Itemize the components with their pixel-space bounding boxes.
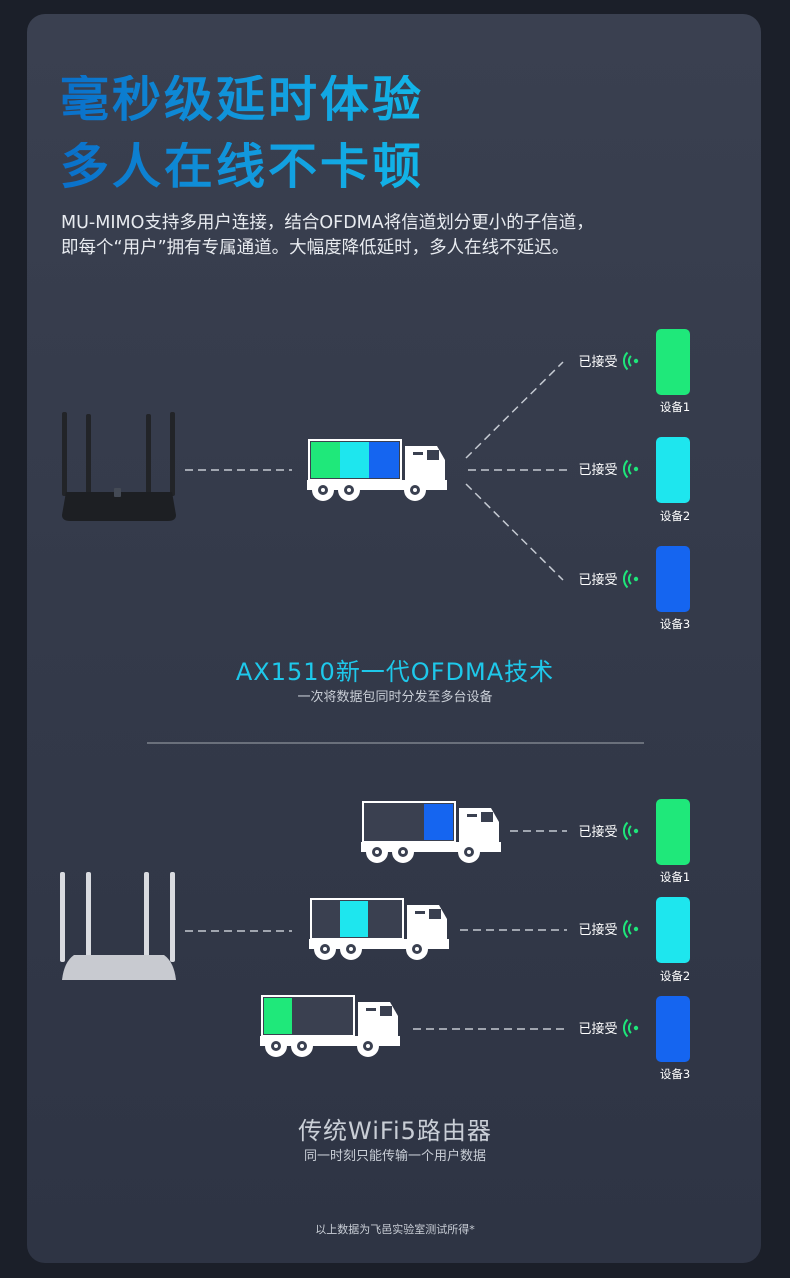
packet-device-1	[311, 442, 340, 478]
wifi-icon	[622, 569, 640, 589]
packet-device-3	[424, 804, 453, 840]
router-white	[60, 872, 176, 980]
wifi5-section-title: 传统WiFi5路由器	[298, 1117, 492, 1145]
device-label: 设备1	[660, 400, 690, 414]
wifi-icon	[622, 459, 640, 479]
wifi-icon	[622, 919, 640, 939]
description-line-2: 即每个“用户”拥有专属通道。大幅度降低延时，多人在线不延迟。	[61, 238, 570, 258]
status-label: 已接受	[578, 572, 617, 588]
ax-section-subtitle: 一次将数据包同时分发至多台设备	[297, 690, 493, 705]
headline-line-2: 多人在线不卡顿	[60, 138, 425, 195]
link-device-3	[465, 483, 564, 581]
packet-device-3	[369, 442, 399, 478]
content-card	[27, 14, 761, 1263]
packet-device-1	[264, 998, 292, 1034]
headline-line-1: 毫秒级延时体验	[60, 71, 425, 128]
device-label: 设备3	[660, 617, 690, 631]
device-label: 设备2	[660, 969, 690, 983]
truck-device-2	[308, 898, 450, 961]
device-row-1: 已接受 设备1	[578, 329, 690, 414]
device-row-3-b: 已接受 设备3	[578, 996, 690, 1081]
truck-device-3	[360, 801, 502, 864]
device-label: 设备1	[660, 870, 690, 884]
device-row-3: 已接受 设备3	[578, 546, 690, 631]
phone-device-1	[656, 329, 690, 395]
device-label: 设备3	[660, 1067, 690, 1081]
wifi-icon	[622, 1018, 640, 1038]
wifi5-section-subtitle: 同一时刻只能传输一个用户数据	[303, 1149, 486, 1164]
wifi-icon	[622, 821, 640, 841]
footnote: 以上数据为飞邑实验室测试所得*	[315, 1223, 475, 1236]
router-dark	[62, 412, 176, 521]
phone-device-2	[656, 437, 690, 503]
status-label: 已接受	[578, 824, 617, 840]
phone-device-1	[656, 799, 690, 865]
ax-section-title: AX1510新一代OFDMA技术	[235, 658, 555, 686]
status-label: 已接受	[578, 462, 617, 478]
status-label: 已接受	[578, 1021, 617, 1037]
description-line-1: MU-MIMO支持多用户连接，结合OFDMA将信道划分更小的子信道，	[61, 213, 594, 233]
wifi-icon	[622, 351, 640, 371]
device-row-2-b: 已接受 设备2	[578, 897, 690, 983]
packet-device-2	[340, 901, 368, 937]
phone-device-2	[656, 897, 690, 963]
packet-device-2	[340, 442, 369, 478]
truck-device-1	[259, 995, 401, 1058]
device-row-2: 已接受 设备2	[578, 437, 690, 523]
link-device-1	[465, 361, 564, 459]
device-label: 设备2	[660, 509, 690, 523]
status-label: 已接受	[578, 354, 617, 370]
phone-device-3	[656, 996, 690, 1062]
truck-ofdma	[306, 439, 448, 502]
status-label: 已接受	[578, 922, 617, 938]
device-row-1-b: 已接受 设备1	[578, 799, 690, 884]
phone-device-3	[656, 546, 690, 612]
